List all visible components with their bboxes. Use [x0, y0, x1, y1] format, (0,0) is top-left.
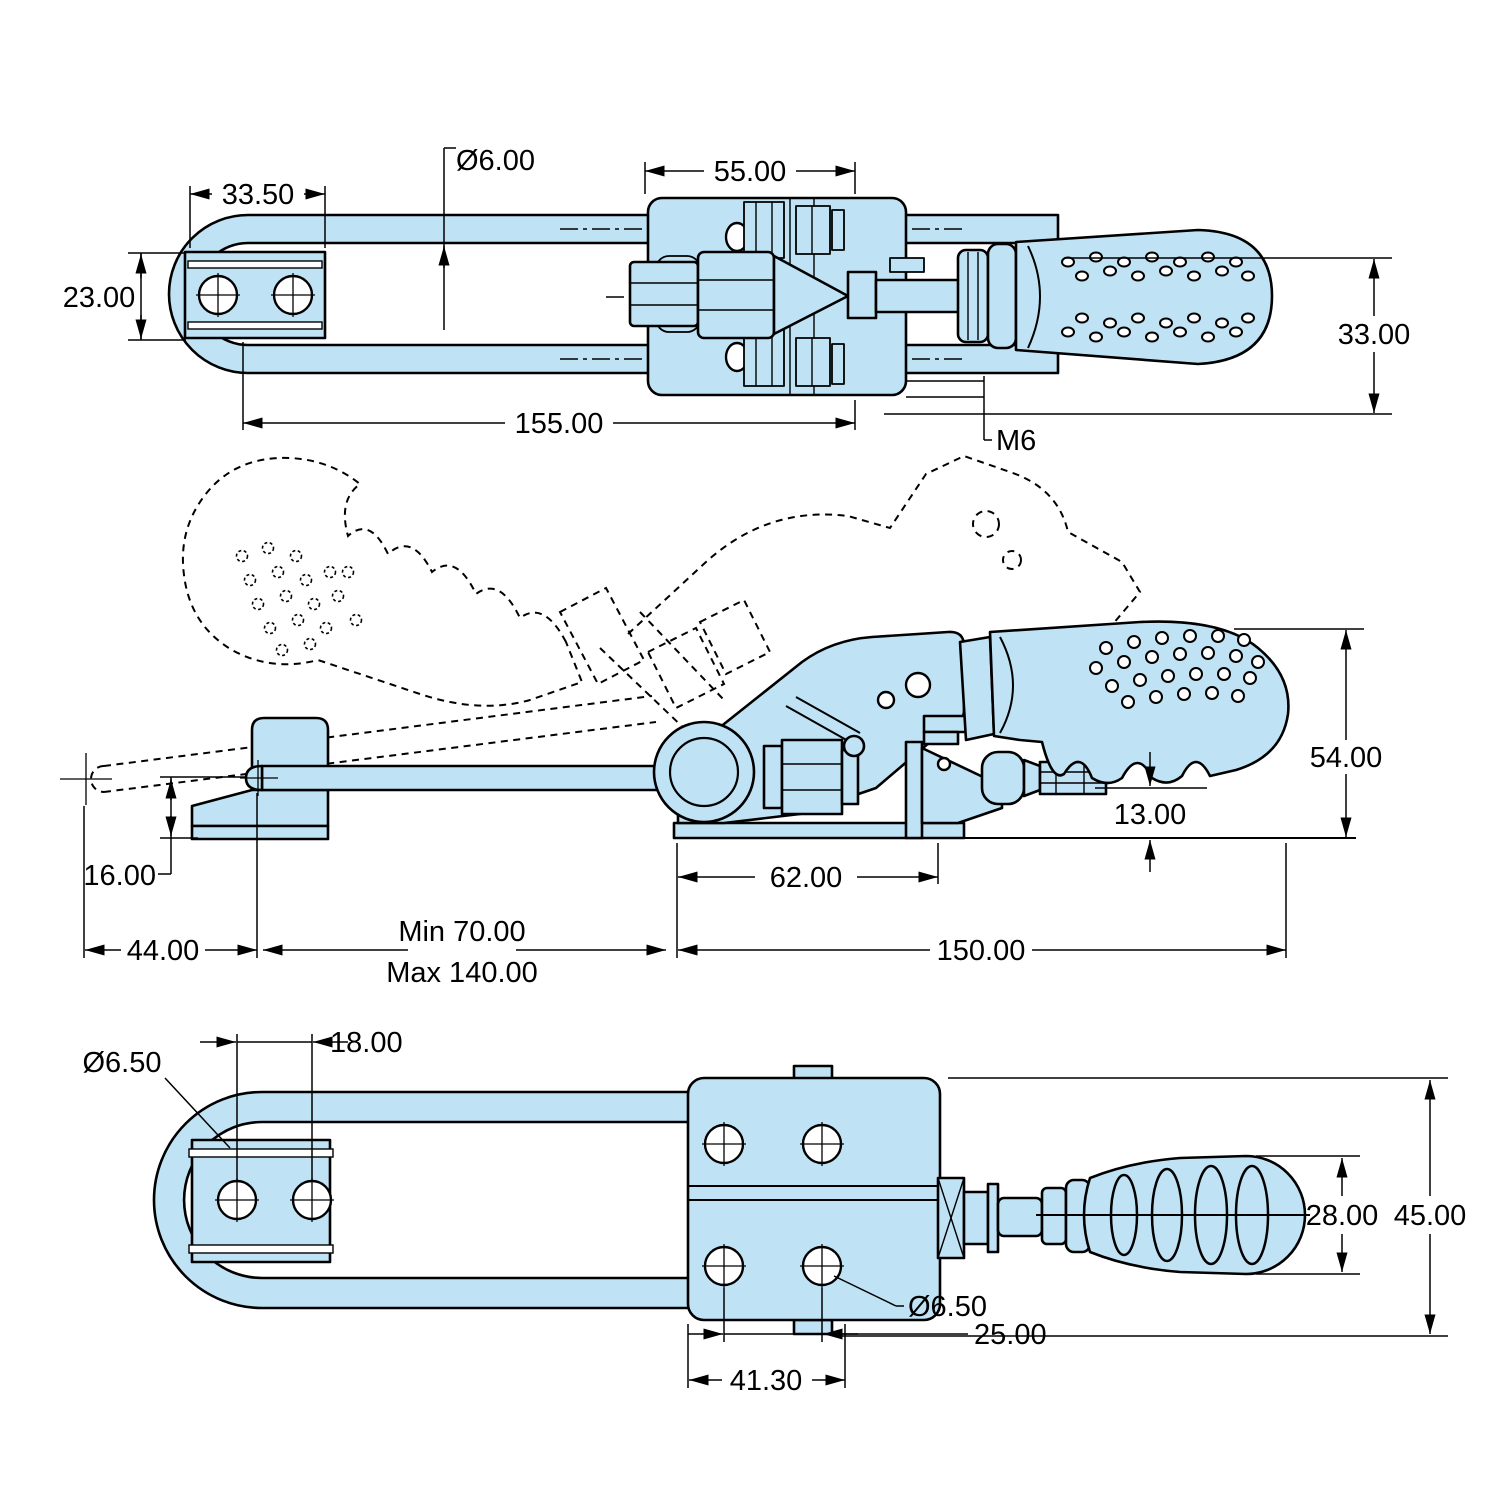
base-plate-bottom-view — [686, 1064, 942, 1336]
latch-bracket-bottom-view — [188, 1138, 334, 1264]
dim-thread: M6 — [996, 425, 1036, 457]
handle-top-view — [956, 228, 1274, 366]
view-bottom: 18.00 Ø6.50 28.00 45.00 Ø6.50 — [83, 1027, 1467, 1397]
dim-overall-height: 54.00 — [1310, 742, 1383, 774]
pivot-and-nuts-side-view — [652, 720, 866, 824]
dim-catch-offset: 44.00 — [127, 935, 200, 967]
handle-perforations-side — [1089, 629, 1265, 709]
phantom-arm — [627, 454, 1142, 743]
handle-perforations-top — [1061, 251, 1255, 343]
handle-bottom-view — [1036, 1154, 1310, 1276]
phantom-nut — [698, 598, 772, 676]
dimensions-top-view: Ø6.00 55.00 33.50 23.00 155.0 — [63, 145, 1411, 457]
phantom-open-position — [60, 454, 1142, 805]
handle-side-view — [958, 620, 1290, 785]
dim-latch-length: 155.00 — [515, 408, 604, 440]
phantom-ferrule — [558, 586, 646, 686]
dimensions-side-view: 16.00 44.00 Min 70.00 Max 140.00 150.00 … — [83, 628, 1383, 989]
latch-bracket-top-view — [183, 250, 327, 340]
dim-bracket-hole-spacing: 18.00 — [330, 1027, 403, 1059]
dim-rod-diameter: Ø6.00 — [456, 145, 535, 177]
dim-base-hole-spacing: 25.00 — [974, 1319, 1047, 1351]
toggle-joint-bottom-view — [936, 1176, 1044, 1260]
dim-base-hole-span: 41.30 — [730, 1365, 803, 1397]
dim-bracket-hole-diameter: Ø6.50 — [83, 1047, 162, 1079]
dim-reach-max: Max 140.00 — [386, 957, 538, 989]
dim-overall-length: 150.00 — [937, 935, 1026, 967]
dim-reach-min: Min 70.00 — [398, 916, 525, 948]
phantom-perforations — [235, 541, 363, 657]
dim-bracket-height: 23.00 — [63, 282, 136, 314]
catch-bracket-side-view — [190, 716, 330, 841]
dimensions-bottom-view: 18.00 Ø6.50 28.00 45.00 Ø6.50 — [83, 1027, 1467, 1397]
dim-bracket-width: 33.50 — [222, 179, 295, 211]
view-top: Ø6.00 55.00 33.50 23.00 155.0 — [63, 145, 1411, 457]
phantom-handle — [181, 456, 584, 707]
dim-overall-width: 45.00 — [1394, 1200, 1467, 1232]
dim-base-length: 62.00 — [770, 862, 843, 894]
dim-handle-height: 33.00 — [1338, 319, 1411, 351]
dim-block-width: 55.00 — [714, 156, 787, 188]
dim-handle-width: 28.00 — [1306, 1200, 1379, 1232]
dim-spindle-height: 13.00 — [1114, 799, 1187, 831]
view-side: 16.00 44.00 Min 70.00 Max 140.00 150.00 … — [60, 454, 1383, 989]
phantom-nut — [646, 626, 726, 710]
spindle-top-view — [628, 250, 984, 398]
dim-catch-height: 16.00 — [83, 860, 156, 892]
draw-bar-side-view — [240, 760, 714, 796]
dim-base-hole-diameter: Ø6.50 — [908, 1291, 987, 1323]
